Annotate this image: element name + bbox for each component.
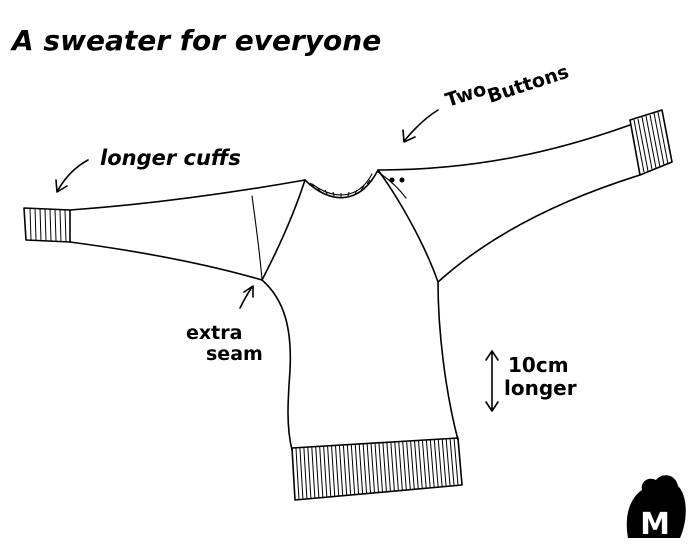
cuffs-annotation: longer cuffs xyxy=(55,146,241,193)
arrow-buttons xyxy=(404,109,439,141)
logo-mark xyxy=(626,475,686,538)
seam-annotation: extra seam xyxy=(186,285,263,365)
extra-seam-line xyxy=(251,195,263,281)
diagram-title: A sweater for everyone xyxy=(10,24,381,57)
right-raglan-seam xyxy=(377,169,439,283)
hem-rib-line xyxy=(398,441,403,491)
hem-rib-line xyxy=(453,438,459,486)
hem-rib-line xyxy=(331,445,336,497)
hem-rib-line xyxy=(319,446,324,498)
right-cuff xyxy=(629,109,673,176)
buttons-annotation: Two Buttons xyxy=(402,61,572,143)
hem-rib-line xyxy=(378,442,383,493)
hem-rib-line xyxy=(425,439,431,488)
button-dot xyxy=(399,177,405,183)
left-sleeve-bottom xyxy=(69,241,263,281)
hem-rib-line xyxy=(334,445,340,497)
length-arrow-top xyxy=(485,350,499,361)
hem-rib-line xyxy=(394,441,399,491)
hem-rib-line xyxy=(429,439,435,488)
left-raglan-seam xyxy=(261,179,306,281)
hem-ribbing xyxy=(291,437,463,501)
left-sleeve-top xyxy=(69,179,306,211)
arrow-cuffs xyxy=(57,159,89,191)
annotation-longer: longer xyxy=(504,376,577,400)
annotation-seam: seam xyxy=(206,343,263,365)
arrow-seam-head xyxy=(243,285,254,298)
arrow-buttons-head xyxy=(402,129,416,143)
right-sleeve-top xyxy=(377,124,631,171)
annotation-10cm: 10cm xyxy=(508,353,569,377)
length-arrow-bottom xyxy=(485,401,499,412)
hem-rib-line xyxy=(449,438,455,486)
hem-rib-line xyxy=(307,447,312,499)
left-cuff xyxy=(23,207,71,243)
hem-rib-line xyxy=(370,443,376,493)
hem-rib-line xyxy=(417,440,423,489)
hem-rib-line xyxy=(421,440,427,489)
hem-rib-line xyxy=(433,439,439,488)
hem-rib-line xyxy=(414,440,419,489)
annotation-extra: extra xyxy=(186,322,242,344)
hem-rib-line xyxy=(342,444,348,496)
hem-rib-line xyxy=(323,446,328,498)
right-cuff-outline xyxy=(629,109,673,176)
hem-rib-line xyxy=(437,439,443,487)
hem-rib-line xyxy=(362,443,368,494)
hem-rib-line xyxy=(374,442,379,493)
annotation-two: Two xyxy=(443,78,489,112)
hem-rib-line xyxy=(346,444,352,496)
right-sleeve-bottom xyxy=(437,174,641,283)
hem-rib-line xyxy=(441,438,447,487)
hem-rib-line xyxy=(358,443,364,494)
annotation-buttons: Buttons xyxy=(485,61,572,108)
hem-rib-line xyxy=(406,441,411,490)
hem-rib-line xyxy=(295,447,300,500)
hem-rib-line xyxy=(327,445,332,497)
button-placket xyxy=(377,171,407,199)
brand-logo: M xyxy=(626,475,686,542)
hem-rib-line xyxy=(311,446,316,499)
body-left-side xyxy=(261,279,293,451)
neck-ribbing xyxy=(309,179,371,197)
body-right-side xyxy=(437,281,459,441)
neckline xyxy=(304,169,379,199)
arrow-seam xyxy=(239,286,253,309)
hem-rib-line xyxy=(354,444,360,495)
hem-rib-line xyxy=(382,442,387,492)
hem-rib-line xyxy=(366,443,372,494)
sweater-outline xyxy=(69,124,641,451)
arrow-cuffs-head xyxy=(55,179,68,193)
hem-rib-line xyxy=(386,442,391,492)
logo-letter: M xyxy=(640,507,670,542)
hem-rib-line xyxy=(299,447,304,500)
hem-rib-line xyxy=(338,445,344,496)
annotation-longer-cuffs: longer cuffs xyxy=(100,146,241,170)
hem-rib-line xyxy=(410,440,415,490)
length-annotation: 10cm longer xyxy=(485,350,577,412)
hem-rib-line xyxy=(402,441,407,491)
hem-rib-line xyxy=(390,442,395,492)
button-dot xyxy=(389,177,395,183)
hem-rib-line xyxy=(445,438,451,487)
hem-rib-line xyxy=(350,444,356,495)
hem-rib-line xyxy=(315,446,320,498)
hem-rib-line xyxy=(303,447,308,499)
